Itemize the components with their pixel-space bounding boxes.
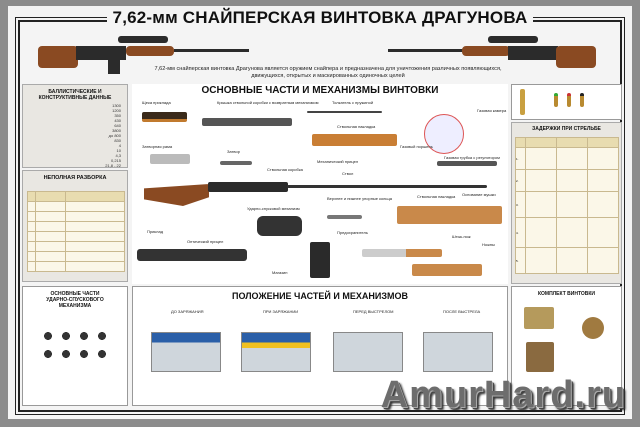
text-label: Толкатель с пружиной <box>332 100 374 105</box>
text-label: 3. <box>515 191 526 218</box>
text-label: Ствольная накладка <box>417 194 456 199</box>
rifle-image-left <box>38 32 258 74</box>
trigger-parts-image <box>39 327 109 367</box>
position-diagram-1 <box>151 332 221 372</box>
text-label: Верхнее и нижнее упорные кольца <box>327 196 392 201</box>
text-label: 350 <box>114 113 121 118</box>
text-label: Магазин <box>272 270 288 275</box>
disassembly-table <box>27 191 125 272</box>
text-label: Оптический прицел <box>187 239 224 244</box>
text-label: 1200 <box>112 108 121 113</box>
text-label: Ствольная коробка <box>267 167 303 172</box>
text-label: 4. <box>515 217 526 248</box>
text-label: Механический прицел <box>317 159 359 164</box>
text-label: ПОСЛЕ ВЫСТРЕЛА <box>443 309 481 314</box>
text-label: ОСНОВНЫЕ ЧАСТИ УДАРНО-СПУСКОВОГО МЕХАНИЗ… <box>46 291 104 309</box>
text-label: Предохранитель <box>337 230 368 235</box>
text-label: 4,3 <box>115 153 121 158</box>
text-label: Основание мушки <box>462 192 496 197</box>
text-label: ПОЛОЖЕНИЕ ЧАСТЕЙ И МЕХАНИЗМОВ <box>232 291 408 301</box>
text-label: Газовый поршень <box>400 144 433 149</box>
text-label: до 800 <box>108 133 121 138</box>
position-diagram-2 <box>241 332 311 372</box>
rifle-image-right <box>378 32 598 72</box>
text-label: 1. <box>515 147 526 170</box>
position-diagram-3 <box>333 332 403 372</box>
ballistics-panel: БАЛЛИСТИЧЕСКИЕ И КОНСТРУКТИВНЫЕ ДАННЫЕ 1… <box>22 84 128 168</box>
text-label: 430 <box>114 118 121 123</box>
position-diagram-4 <box>423 332 493 372</box>
text-label: Газовая камера <box>477 108 507 113</box>
cartridges-panel <box>511 84 622 120</box>
kit-panel: КОМПЛЕКТ ВИНТОВКИ <box>511 286 622 406</box>
positions-panel: ПОЛОЖЕНИЕ ЧАСТЕЙ И МЕХАНИЗМОВ ДО ЗАРЯЖАН… <box>132 286 508 406</box>
text-label: Газовая трубка с регулятором <box>444 155 500 160</box>
text-label: КОМПЛЕКТ ВИНТОВКИ <box>537 291 596 297</box>
text-label: Ствол <box>342 171 354 176</box>
parts-panel: ОСНОВНЫЕ ЧАСТИ И МЕХАНИЗМЫ ВИНТОВКИ Щека… <box>132 84 508 284</box>
rifle-description: 7,62-мм снайперская винтовка Драгунова я… <box>154 66 502 79</box>
text-label: 2. <box>515 169 526 192</box>
text-label: 640 <box>114 123 121 128</box>
text-label: 0,215 <box>110 158 121 163</box>
poster-title: 7,62-мм СНАЙПЕРСКАЯ ВИНТОВКА ДРАГУНОВА <box>8 8 632 28</box>
watermark: AmurHard.ru <box>380 374 626 416</box>
trigger-parts-panel: ОСНОВНЫЕ ЧАСТИ УДАРНО-СПУСКОВОГО МЕХАНИЗ… <box>22 286 128 406</box>
text-label: Щека приклада <box>142 100 171 105</box>
text-label: НЕПОЛНАЯ РАЗБОРКА <box>43 175 107 181</box>
text-label: БАЛЛИСТИЧЕСКИЕ И КОНСТРУКТИВНЫЕ ДАННЫЕ <box>38 89 112 101</box>
text-label: Приклад <box>147 229 164 234</box>
text-label: ПЕРЕД ВЫСТРЕЛОМ <box>353 309 394 314</box>
text-label: Крышка ствольной коробки с возвратным ме… <box>217 100 319 105</box>
text-label: 830 <box>114 138 121 143</box>
text-label: 7,62-мм СНАЙПЕРСКАЯ ВИНТОВКА ДРАГУНОВА <box>106 8 534 27</box>
text-label: 3800 <box>112 128 121 133</box>
disassembly-panel: НЕПОЛНАЯ РАЗБОРКА <box>22 170 128 282</box>
text-label: ЗАДЕРЖКИ ПРИ СТРЕЛЬБЕ <box>532 126 601 132</box>
text-label: 5. <box>515 247 526 274</box>
text-label: Ствольная накладка <box>337 124 376 129</box>
text-label: 10 <box>116 148 121 153</box>
poster: 7,62-мм СНАЙПЕРСКАЯ ВИНТОВКА ДРАГУНОВА 7… <box>8 6 632 419</box>
text-label: ДО ЗАРЯЖАНИЯ <box>171 309 204 314</box>
text-label: Штык-нож <box>452 234 471 239</box>
delays-table: 1. 2. 3. 4. 5. <box>515 137 619 274</box>
text-label: ОСНОВНЫЕ ЧАСТИ И МЕХАНИЗМЫ ВИНТОВКИ <box>201 85 439 96</box>
text-label: ПРИ ЗАРЯЖАНИИ <box>263 309 299 314</box>
text-label: 1300 <box>112 103 121 108</box>
text-label: Ножны <box>482 242 495 247</box>
text-label: 4 <box>118 143 121 148</box>
delays-panel: ЗАДЕРЖКИ ПРИ СТРЕЛЬБЕ 1. 2. 3. 4. 5. <box>511 122 622 284</box>
text-label: Затворная рама <box>142 144 173 149</box>
text-label: Затвор <box>227 149 240 154</box>
text-label: Ударно-спусковой механизм <box>247 206 300 211</box>
text-label: 21,8 - 22 <box>105 163 121 168</box>
